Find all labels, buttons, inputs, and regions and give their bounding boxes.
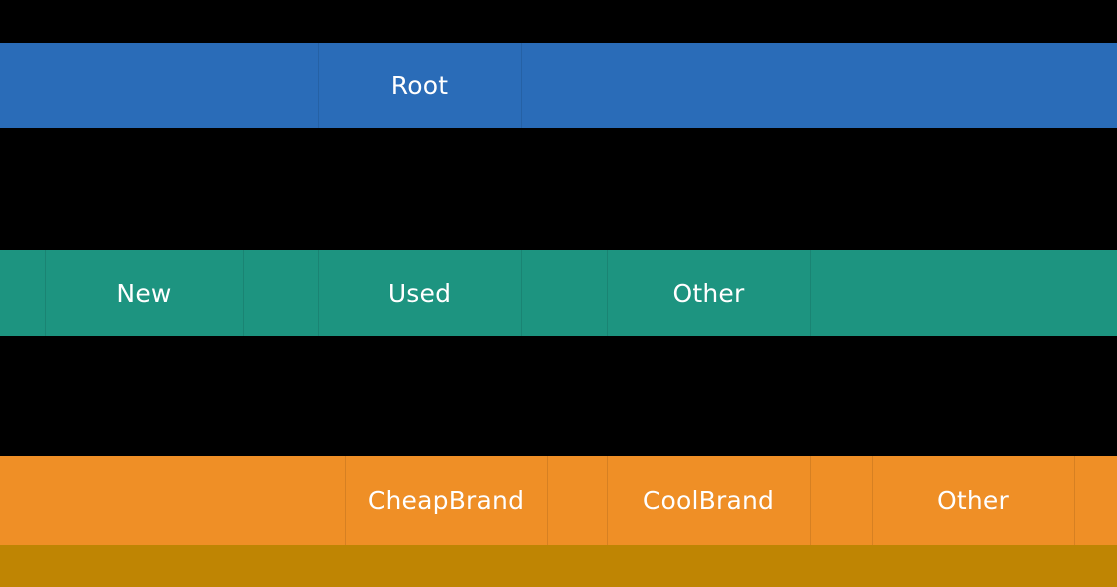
- icicle-node-spacer-6: [1074, 456, 1117, 545]
- icicle-node-label: New: [116, 278, 172, 308]
- brand-level: CheapBrand CoolBrand Other: [0, 456, 1117, 545]
- icicle-node-used[interactable]: Used: [318, 250, 521, 336]
- icicle-node-root[interactable]: Root: [318, 43, 521, 128]
- root-level: Root: [0, 43, 1117, 128]
- icicle-node-other[interactable]: Other: [607, 250, 810, 336]
- icicle-node-spacer-2: [243, 250, 318, 336]
- icicle-node-label: CoolBrand: [642, 486, 775, 515]
- icicle-node-spacer-0: [0, 250, 45, 336]
- icicle-node-spacer-4: [810, 456, 872, 545]
- icicle-node-label: Root: [390, 71, 449, 100]
- icicle-node-label: CheapBrand: [367, 486, 525, 515]
- icicle-node-spacer-2: [521, 43, 1117, 128]
- icicle-node-spacer-4: [521, 250, 607, 336]
- icicle-node-new[interactable]: New: [45, 250, 243, 336]
- icicle-node-spacer-6: [810, 250, 1117, 336]
- icicle-node-spacer-0: [0, 545, 1117, 587]
- icicle-node-label: Other: [937, 486, 1009, 515]
- condition-level: New Used Other: [0, 250, 1117, 336]
- icicle-node-spacer-0: [0, 43, 318, 128]
- icicle-node-cheapbrand[interactable]: CheapBrand: [345, 456, 547, 545]
- icicle-node-label: Other: [672, 278, 745, 308]
- icicle-node-spacer-2: [547, 456, 607, 545]
- icicle-node-coolbrand[interactable]: CoolBrand: [607, 456, 810, 545]
- icicle-node-label: Used: [387, 278, 452, 308]
- leaf-level: [0, 545, 1117, 587]
- icicle-node-spacer-0: [0, 456, 345, 545]
- icicle-node-other[interactable]: Other: [872, 456, 1074, 545]
